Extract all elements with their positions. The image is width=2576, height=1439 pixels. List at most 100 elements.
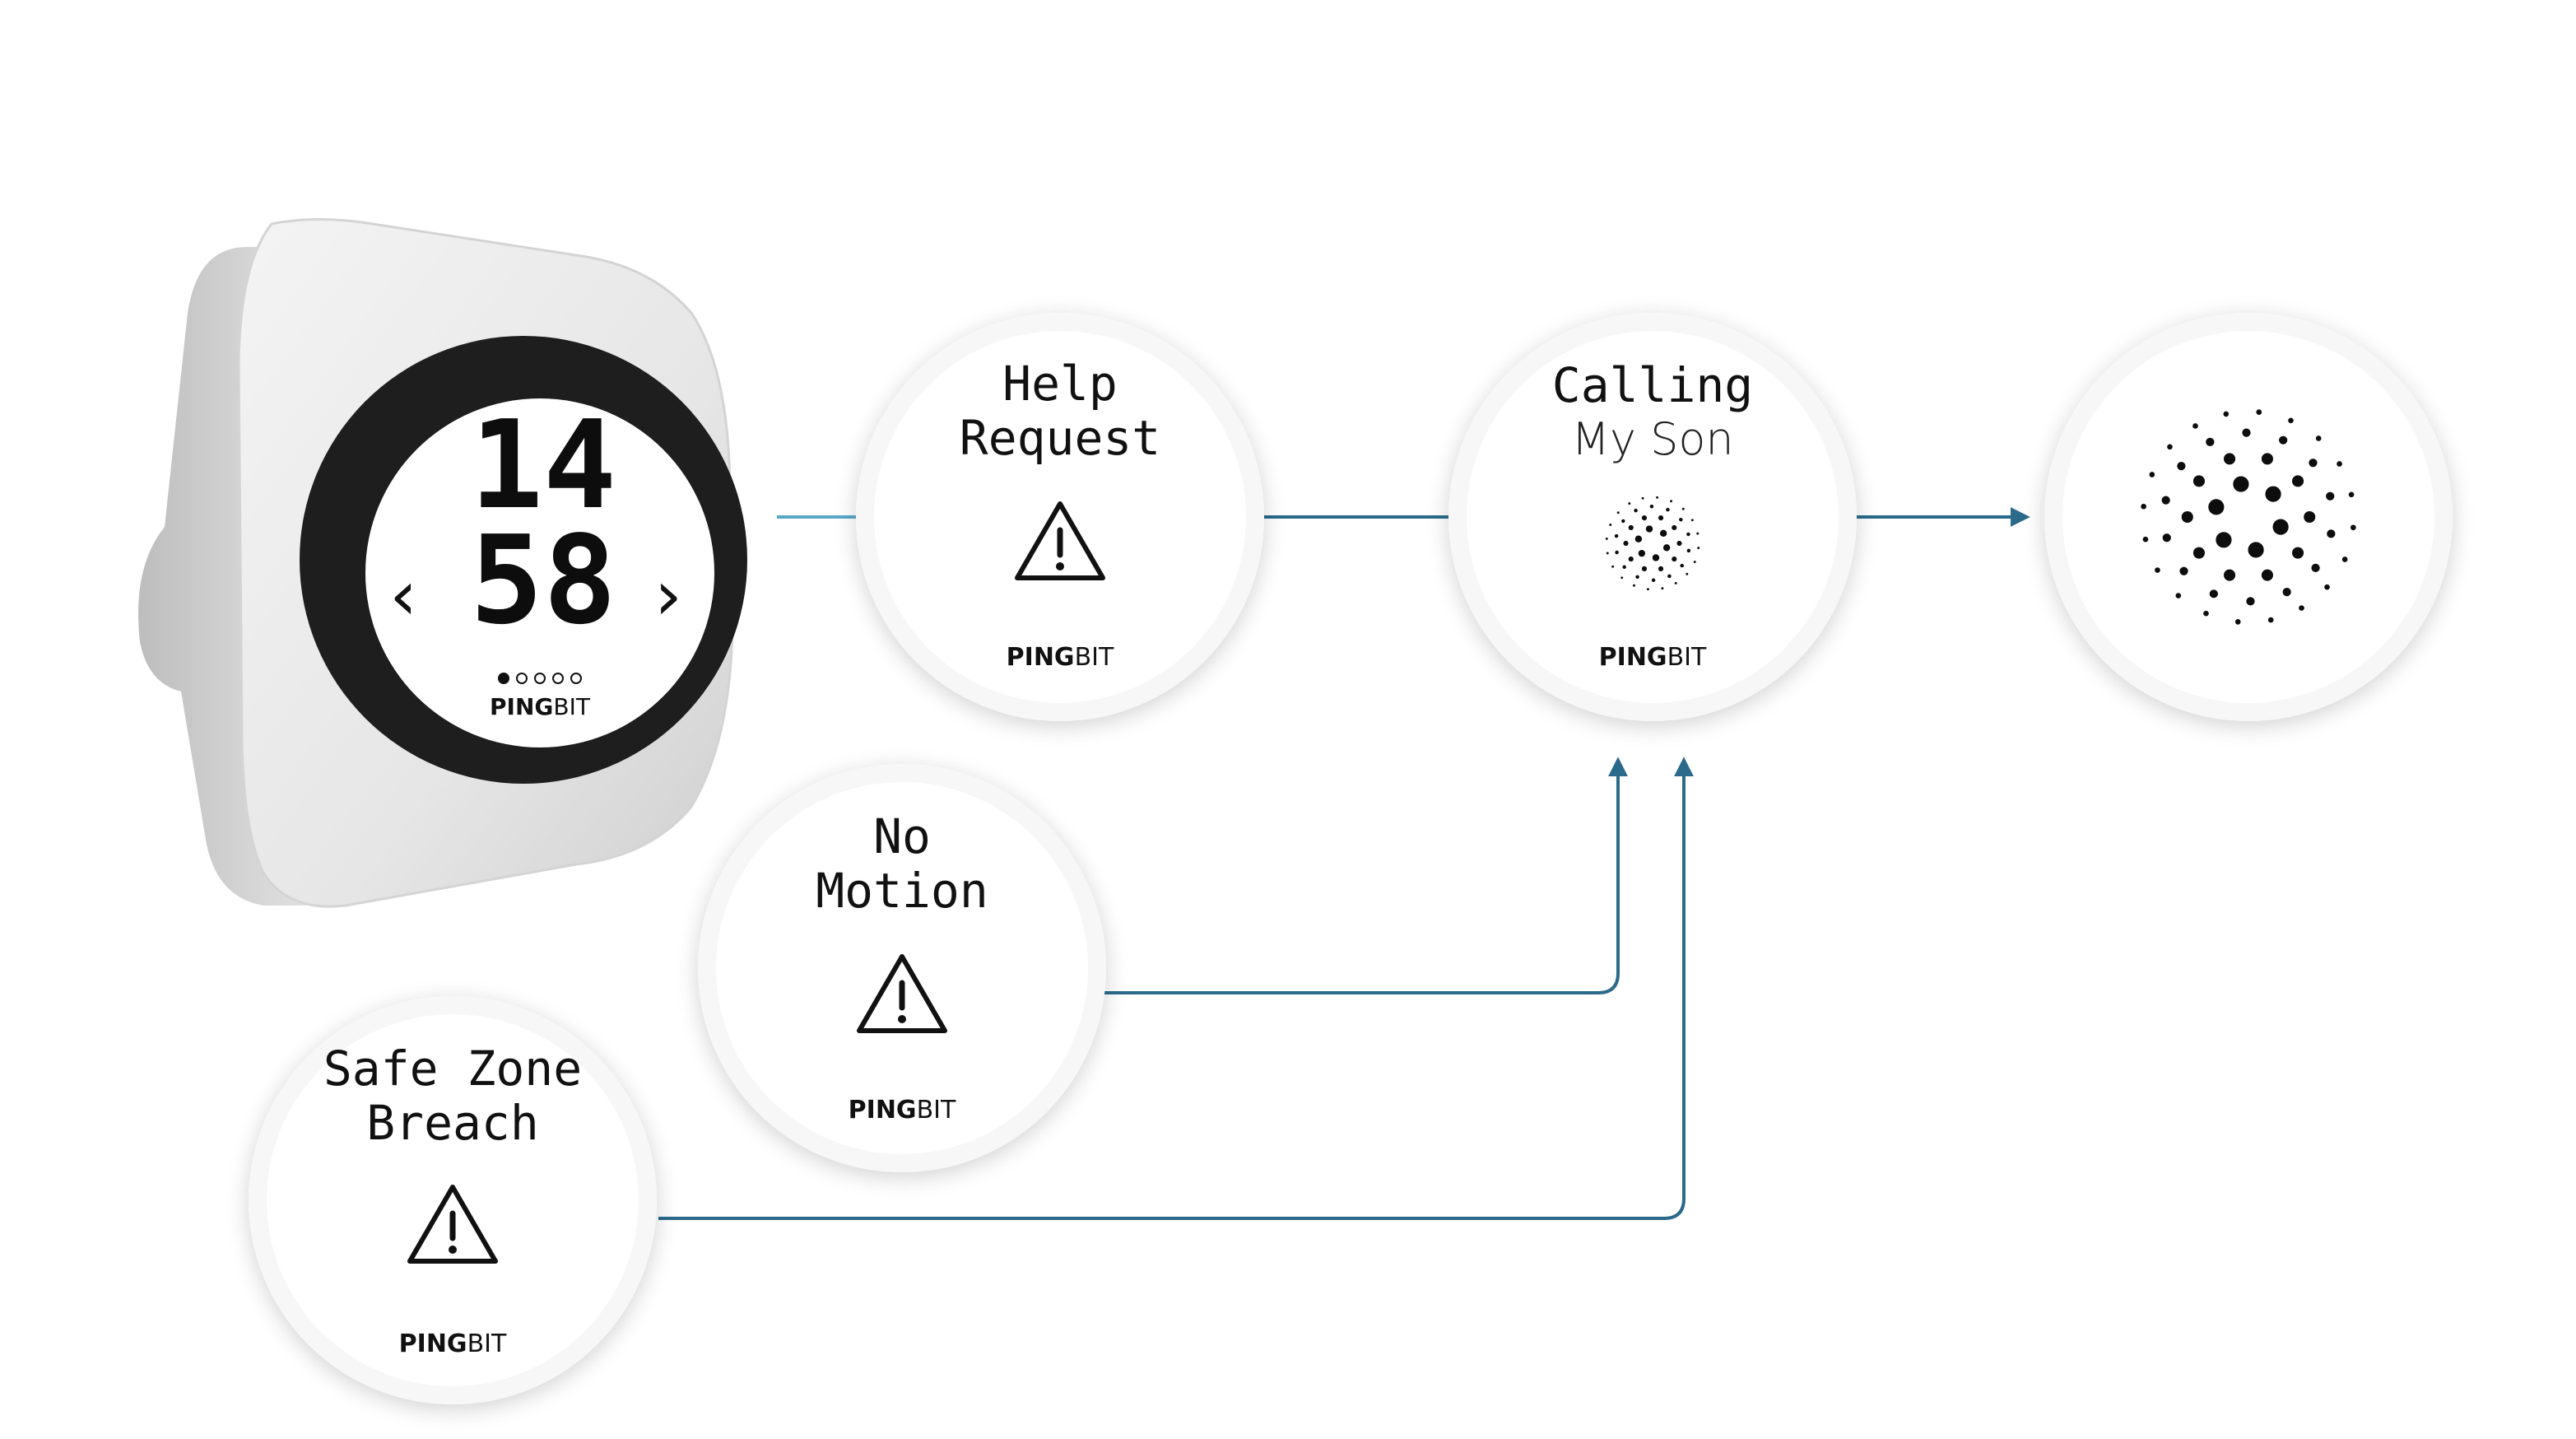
pulse-dot [1623,540,1629,547]
pulse-dot [2224,453,2236,465]
pulse-dot [1658,566,1664,571]
warning-icon [1015,501,1105,580]
pulse-dot [1635,575,1639,580]
pulse-dot [1686,572,1689,575]
pulse-dot [2203,610,2209,617]
pulse-dot [1634,508,1638,513]
screen-no-motion: No Motion PINGBIT [698,764,1106,1172]
pulse-dot [1633,584,1635,587]
pulse-dot [1697,547,1700,550]
pulse-dot [1693,561,1696,563]
pulse-dot [2341,557,2348,562]
pulse-dot [2246,597,2255,606]
pulse-dot [2161,496,2170,505]
pulse-dot [1620,576,1624,580]
pulse-dot [1690,519,1694,522]
pulse-dot [2265,486,2281,502]
watch-device: 14 58 ‹ › PINGBIT [138,217,747,908]
pulse-dot [1646,588,1649,591]
pulse-dot [2272,519,2289,535]
pulse-dot [2142,536,2149,543]
pulse-dot [2292,547,2304,559]
screen-help-request: Help Request PINGBIT [856,313,1264,721]
pulse-dot [2216,532,2232,548]
pulse-dot [1679,517,1683,522]
pulse-dot [1696,532,1700,535]
pulse-dot [2288,417,2294,424]
warning-icon [407,1185,498,1264]
pulse-dot [2315,435,2322,441]
motion-brand: PINGBIT [849,1096,956,1125]
pulse-dot [2348,491,2355,498]
screen-calling: Calling My Son PINGBIT [1448,313,1857,721]
pulse-dot [2223,411,2230,417]
warning-icon [857,954,947,1033]
pulse-dot [2234,619,2241,625]
pulse-dot [1658,515,1664,521]
pulse-dot [2181,510,2193,524]
connectors [658,507,2030,1220]
connector-motion-to-calling [1088,757,1628,994]
pulse-dot [1649,504,1654,509]
pulse-dot [2267,617,2274,623]
pulse-dot [2209,589,2218,598]
pulse-dot [2192,547,2205,559]
pulse-dot [2248,542,2264,558]
pulse-dot [2149,472,2155,477]
pulse-dot [2192,423,2198,429]
watch-minute: 58 [470,510,616,651]
pulse-dot [1609,524,1612,526]
pulse-dot [2167,444,2173,450]
pulse-dot [2326,491,2335,501]
pulse-dot [1674,581,1677,584]
help-title-line2: Request [960,410,1160,466]
watch-next-button[interactable]: › [654,555,682,636]
pulse-dot [2327,529,2336,538]
motion-title-line1: No [873,808,931,864]
pulse-dot [1615,550,1619,555]
pulse-dot [1628,524,1634,530]
pulse-dot [1652,554,1660,561]
pulse-dot [1661,587,1664,590]
calling-pulse-icon [1605,496,1700,591]
pulse-dot [1621,519,1625,524]
pulse-dot [1656,496,1659,499]
pulse-dot [2256,409,2262,415]
pulse-dot [1622,565,1626,570]
pulse-dot [1670,500,1672,503]
pulse-dot [2192,475,2205,487]
pulse-dot [2299,605,2304,611]
pulse-dot [2292,475,2304,487]
pulse-dot [2350,524,2356,531]
pulse-dot [2337,461,2342,467]
help-title-line1: Help [1002,356,1118,412]
pulse-dot [2242,428,2251,437]
watch-screen [365,398,714,747]
motion-title-line2: Motion [816,863,988,919]
calling-brand: PINGBIT [1599,643,1707,672]
pulse-dot [1611,565,1615,568]
pulse-dot [1641,515,1648,521]
pulse-dot [1606,552,1609,555]
watch-brand: PINGBIT [490,693,591,720]
pulse-dot [2261,569,2273,581]
pulse-dot [2206,437,2215,446]
screen-ring [2044,313,2453,721]
pulse-dot [2261,453,2273,465]
pulse-dot [2309,459,2318,468]
pulse-dot [2208,499,2225,515]
watch-prev-button[interactable]: ‹ [389,555,417,636]
zone-title-line1: Safe Zone [323,1041,582,1097]
pulse-dot [1676,540,1682,547]
pulse-dot [1666,507,1670,512]
zone-title-line2: Breach [366,1095,539,1151]
pulse-dot [2175,593,2182,598]
pulse-dot [1667,574,1672,579]
pulse-dot [2177,462,2186,471]
pulse-dot [2224,569,2236,581]
pulse-dot [2141,503,2146,510]
pulse-dot [1659,529,1667,538]
help-brand: PINGBIT [1007,643,1114,672]
pulse-dot [1645,525,1653,533]
